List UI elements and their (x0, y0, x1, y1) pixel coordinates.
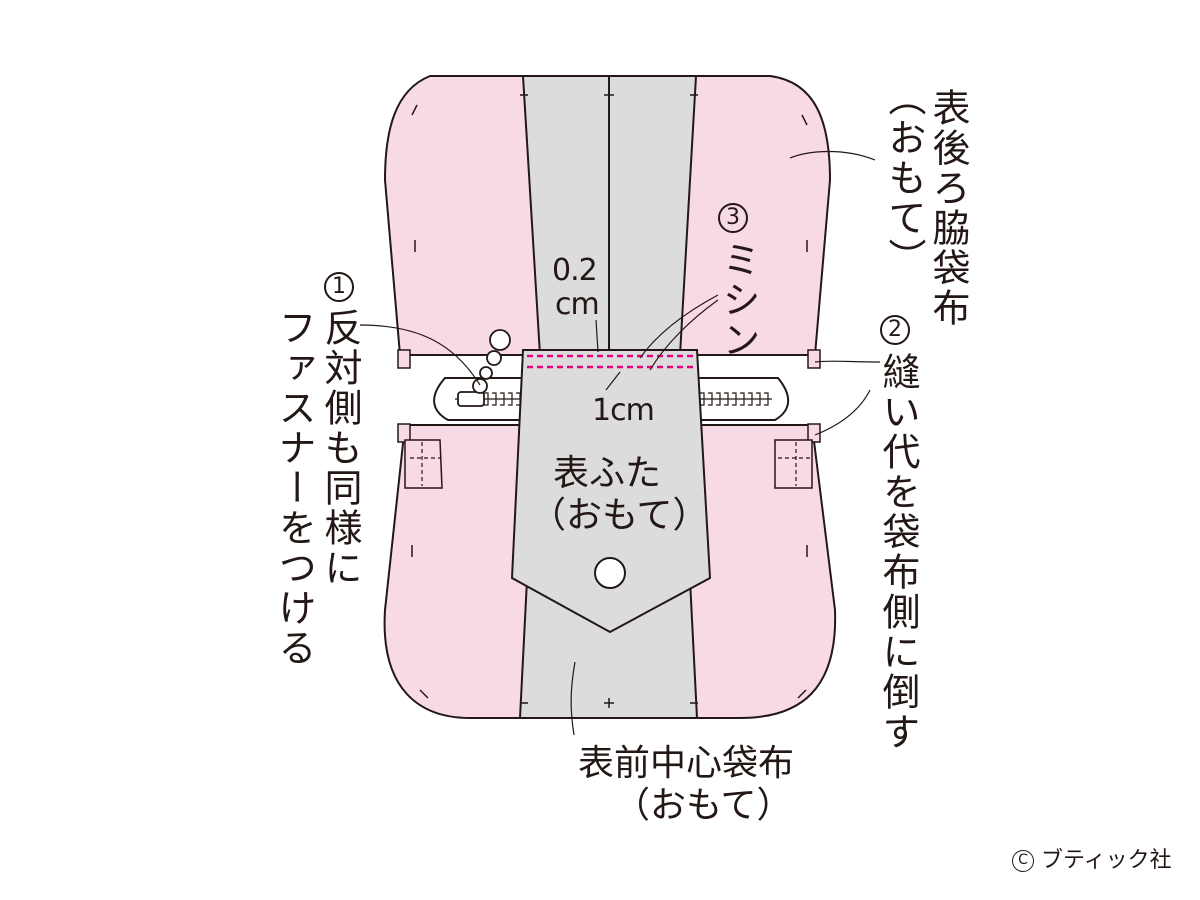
snap-circle-icon (594, 557, 626, 589)
back-side-fabric-label: 表後ろ脇袋布 (926, 88, 970, 328)
seam-tab-lower-left (397, 423, 411, 443)
step2-number-icon: 2 (880, 315, 910, 345)
flap-shape (510, 349, 712, 634)
flap-face-label: （おもて） (530, 495, 709, 536)
seam-tab-upper-right (807, 349, 821, 369)
match-marks (411, 90, 808, 708)
flap-title: 表ふた (553, 453, 662, 494)
step1-text: 反対側も同様に (318, 308, 362, 588)
seam-tab-upper-left (397, 349, 411, 369)
seam-02-label: 0.2 (552, 253, 598, 288)
back-side-fabric-face-label: （おもて） (882, 78, 926, 278)
side-tabs (404, 439, 813, 489)
step3-number-icon: 3 (718, 203, 748, 233)
seam-02-unit-label: cm (555, 287, 600, 322)
copyright-icon: C (1012, 850, 1034, 872)
step3-text: ミシン (716, 240, 760, 360)
stitch-lines (527, 354, 695, 369)
copyright-text: ブティック社 (1041, 848, 1172, 873)
step1-text2: ファスナーをつける (272, 308, 316, 668)
step2-text: 縫い代を袋布側に倒す (876, 352, 920, 752)
zipper-pull-icon (457, 329, 511, 407)
copyright-line: C ブティック社 (1012, 850, 1172, 872)
leader-lines (359, 150, 881, 736)
front-center-fabric-label: 表前中心袋布 (578, 743, 795, 784)
seam-1cm-label: 1cm (592, 393, 655, 428)
front-center-face-label: （おもて） (614, 785, 793, 826)
step1-number-icon: 1 (324, 272, 354, 302)
